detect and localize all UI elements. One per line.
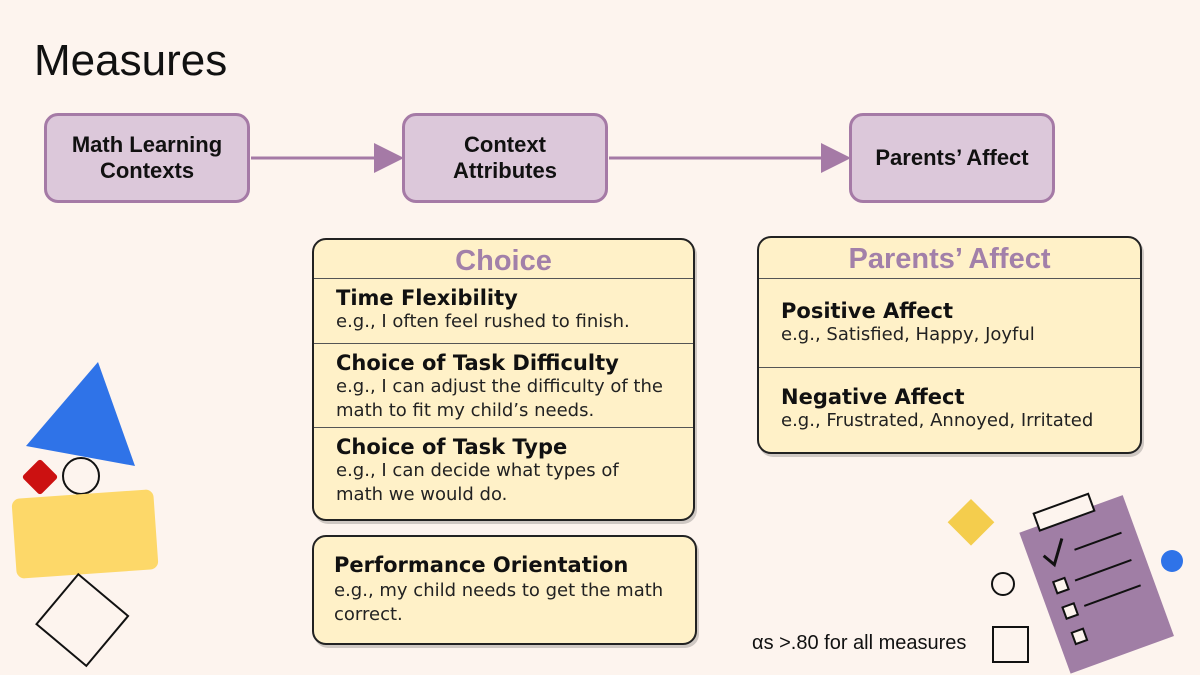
dot-shape — [1161, 550, 1183, 572]
affect-item-heading: Positive Affect — [781, 299, 953, 323]
flow-box-1-line-1: Math Learning — [71, 132, 223, 157]
choice-item-heading: Time Flexibility — [336, 286, 518, 310]
choice-item-example-line-2: math we would do. — [336, 484, 508, 505]
choice-card-title: Choice — [455, 245, 552, 277]
triangle-shape — [26, 362, 135, 466]
flow-box-1-line-2: Contexts — [99, 158, 195, 183]
affect-item-example: e.g., Satisfied, Happy, Joyful — [781, 324, 1035, 345]
checkmark-icon — [1042, 538, 1064, 568]
affect-item-example: e.g., Frustrated, Annoyed, Irritated — [781, 410, 1094, 431]
affect-item-negative: Negative Affect e.g., Frustrated, Annoye… — [759, 367, 1140, 453]
choice-item-heading: Choice of Task Difficulty — [336, 351, 619, 375]
performance-example-line-1: e.g., my child needs to get the math — [334, 580, 664, 601]
affect-item-heading: Negative Affect — [781, 385, 965, 409]
affect-item-positive: Positive Affect e.g., Satisfied, Happy, … — [759, 278, 1140, 367]
choice-item-example-line-1: e.g., I can decide what types of — [336, 460, 619, 481]
choice-item-task-type: Choice of Task Type e.g., I can decide w… — [314, 427, 693, 511]
flow-box-2-line-1: Context — [464, 132, 546, 157]
circle-shape — [991, 572, 1015, 596]
choice-item-time-flexibility: Time Flexibility e.g., I often feel rush… — [314, 278, 693, 343]
checklist-clipboard-icon — [1019, 492, 1174, 674]
rectangle-shape — [11, 489, 159, 579]
choice-item-task-difficulty: Choice of Task Difficulty e.g., I can ad… — [314, 343, 693, 427]
choice-item-example-line-1: e.g., I can adjust the difficulty of the — [336, 376, 663, 397]
diamond-shape — [947, 498, 995, 546]
choice-card: Choice Time Flexibility e.g., I often fe… — [312, 238, 695, 521]
choice-item-example-line-2: math to fit my child’s needs. — [336, 400, 595, 421]
performance-example-line-2: correct. — [334, 604, 403, 625]
flow-box-parents-affect: Parents’ Affect — [849, 113, 1055, 203]
parents-affect-card: Parents’ Affect Positive Affect e.g., Sa… — [757, 236, 1142, 454]
reliability-footnote: αs >.80 for all measures — [752, 632, 967, 654]
performance-heading: Performance Orientation — [334, 553, 629, 577]
square-outline-shape — [992, 626, 1029, 663]
performance-orientation-card: Performance Orientation e.g., my child n… — [312, 535, 697, 645]
flow-box-2-line-2: Attributes — [453, 158, 557, 183]
flow-box-context-attributes: Context Attributes — [402, 113, 608, 203]
diamond-shape — [22, 459, 58, 495]
square-outline-shape — [35, 572, 130, 668]
slide-title: Measures — [34, 36, 228, 85]
flow-box-math-learning-contexts: Math Learning Contexts — [44, 113, 250, 203]
affect-card-title: Parents’ Affect — [848, 243, 1051, 275]
circle-shape — [62, 457, 100, 495]
choice-item-example: e.g., I often feel rushed to finish. — [336, 311, 630, 332]
choice-item-heading: Choice of Task Type — [336, 435, 568, 459]
flow-box-3-label: Parents’ Affect — [875, 145, 1029, 170]
